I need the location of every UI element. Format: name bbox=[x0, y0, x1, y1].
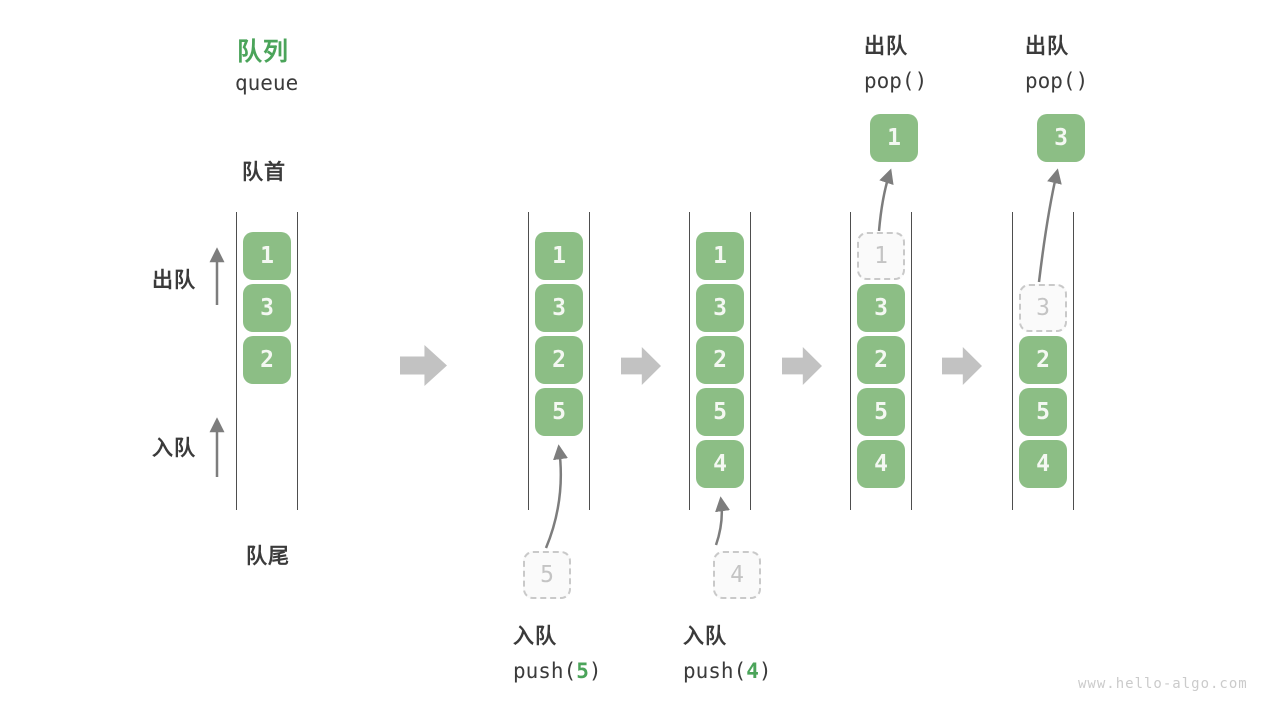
push-op-zh: 入队 bbox=[683, 625, 727, 648]
pop-op-code: pop() bbox=[1025, 69, 1089, 93]
queue-item: 2 bbox=[243, 336, 291, 384]
push-op-code: push(4) bbox=[683, 659, 772, 683]
pop-op-code: pop() bbox=[864, 69, 928, 93]
queue-item: 2 bbox=[535, 336, 583, 384]
diagram-title-en: queue bbox=[235, 71, 299, 95]
push-item-ghost: 4 bbox=[713, 551, 761, 599]
queue-item: 3 bbox=[696, 284, 744, 332]
queue-item: 2 bbox=[857, 336, 905, 384]
push-arg: 4 bbox=[746, 659, 759, 683]
pop-op-zh: 出队 bbox=[864, 35, 908, 58]
push-op-zh: 入队 bbox=[513, 625, 557, 648]
queue-item: 2 bbox=[1019, 336, 1067, 384]
watermark: www.hello-algo.com bbox=[1078, 676, 1248, 692]
queue-stage-3: 1 3 2 5 4 bbox=[689, 212, 751, 510]
popped-item: 3 bbox=[1037, 114, 1085, 162]
queue-item: 3 bbox=[243, 284, 291, 332]
pop-op-label-2: 出队 pop() bbox=[1025, 30, 1088, 93]
label-queue-rear: 队尾 bbox=[246, 545, 290, 568]
stage-arrow-icon bbox=[400, 345, 447, 386]
queue-item: 3 bbox=[857, 284, 905, 332]
popped-item: 1 bbox=[870, 114, 918, 162]
label-enqueue-side: 入队 bbox=[152, 437, 196, 460]
push-item-ghost: 5 bbox=[523, 551, 571, 599]
queue-item: 5 bbox=[535, 388, 583, 436]
push-arg: 5 bbox=[576, 659, 589, 683]
queue-stage-4: 1 3 2 5 4 bbox=[850, 212, 912, 510]
pop-op-label-1: 出队 pop() bbox=[864, 30, 927, 93]
label-dequeue-side: 出队 bbox=[152, 269, 196, 292]
queue-stage-2: 1 3 2 5 bbox=[528, 212, 590, 510]
queue-item: 4 bbox=[857, 440, 905, 488]
queue-item-ghost: 3 bbox=[1019, 284, 1067, 332]
queue-item: 1 bbox=[243, 232, 291, 280]
queue-item-ghost: 1 bbox=[857, 232, 905, 280]
queue-item: 3 bbox=[535, 284, 583, 332]
stage-arrow-icon bbox=[942, 347, 982, 385]
queue-stage-1: 1 3 2 bbox=[236, 212, 298, 510]
queue-item: 2 bbox=[696, 336, 744, 384]
pop-op-zh: 出队 bbox=[1025, 35, 1069, 58]
diagram-title-zh: 队列 bbox=[237, 38, 290, 66]
stage-arrow-icon bbox=[782, 347, 822, 385]
queue-stage-5: 3 2 5 4 bbox=[1012, 212, 1074, 510]
queue-item: 4 bbox=[696, 440, 744, 488]
label-queue-front: 队首 bbox=[242, 161, 286, 184]
push-op-label-1: 入队 push(5) bbox=[513, 620, 602, 683]
queue-item: 4 bbox=[1019, 440, 1067, 488]
push-op-code: push(5) bbox=[513, 659, 602, 683]
queue-item: 1 bbox=[535, 232, 583, 280]
push-op-label-2: 入队 push(4) bbox=[683, 620, 772, 683]
stage-arrow-icon bbox=[621, 347, 661, 385]
queue-item: 1 bbox=[696, 232, 744, 280]
queue-item: 5 bbox=[696, 388, 744, 436]
queue-item: 5 bbox=[857, 388, 905, 436]
queue-item: 5 bbox=[1019, 388, 1067, 436]
